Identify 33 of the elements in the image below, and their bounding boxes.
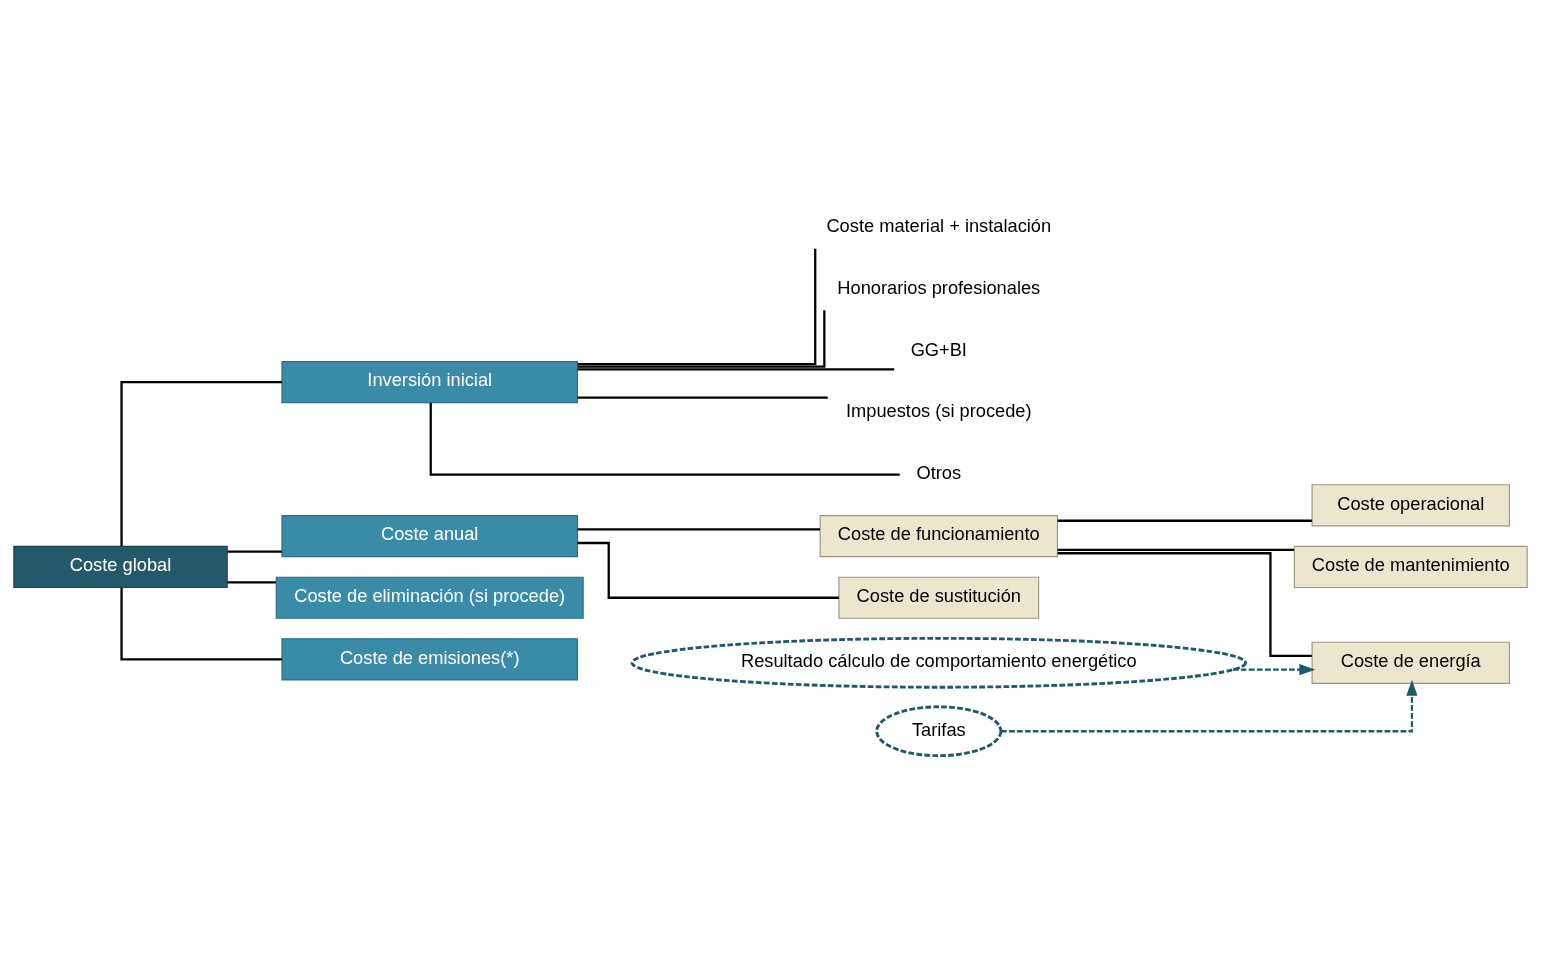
node-box: Coste de emisiones(*) — [281, 637, 579, 680]
node-text: GG+BI — [910, 338, 967, 360]
node-box: Coste global — [13, 545, 228, 588]
arrow — [1233, 663, 1316, 675]
connector — [577, 541, 839, 599]
connector — [227, 549, 282, 553]
connector — [577, 248, 817, 365]
node-text: Honorarios profesionales — [837, 276, 1041, 298]
node-text: Coste material + instalación — [826, 214, 1052, 236]
connector — [1057, 519, 1312, 522]
node-box: Coste de energía — [1311, 641, 1511, 684]
node-box: Coste de sustitución — [838, 576, 1040, 619]
node-box: Coste anual — [281, 514, 579, 557]
connector — [577, 395, 828, 399]
connector — [1057, 551, 1312, 657]
node-ellipse: Resultado cálculo de comportamiento energético — [630, 636, 1247, 689]
arrow — [1001, 679, 1418, 732]
node-box: Coste operacional — [1311, 483, 1511, 526]
connector — [1057, 548, 1294, 551]
node-box: Inversión inicial — [281, 360, 579, 403]
connector — [577, 527, 820, 530]
node-text: Impuestos (si procede) — [845, 399, 1032, 421]
node-box: Coste de eliminación (si procede) — [275, 576, 584, 619]
node-text: Otros — [916, 461, 962, 483]
connector — [120, 380, 282, 546]
connector — [120, 587, 282, 660]
node-box: Coste de mantenimiento — [1293, 545, 1528, 588]
node-box: Coste de funcionamiento — [819, 514, 1058, 557]
connector — [577, 367, 895, 370]
node-ellipse: Tarifas — [875, 704, 1003, 757]
connector — [429, 402, 900, 476]
connector — [577, 309, 826, 368]
connector — [227, 580, 276, 583]
